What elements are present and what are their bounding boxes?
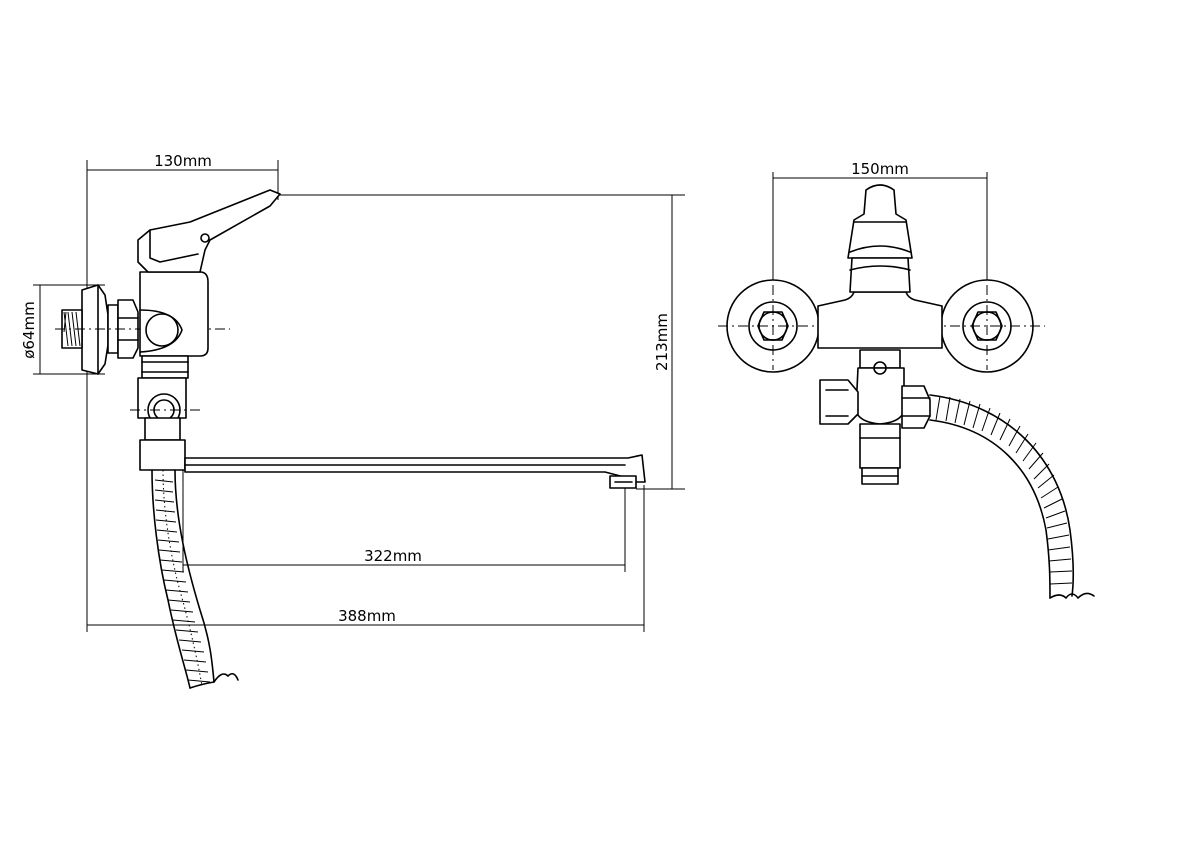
side-view: 130mm 213mm ø64mm 322mm 388mm [20, 152, 685, 689]
dimension-label-center-distance: 150mm [851, 160, 909, 178]
lever-handle[interactable] [137, 189, 281, 273]
dimension-label-height: 213mm [653, 313, 671, 371]
dimension-height: 213mm [278, 194, 685, 490]
dimension-spout-reach: 322mm [182, 470, 626, 572]
front-diverter [819, 349, 905, 485]
left-flange [718, 279, 830, 373]
dimension-body-width: 130mm [86, 152, 279, 632]
front-body [817, 291, 943, 349]
spout [184, 454, 646, 489]
dimension-label-body-width: 130mm [154, 152, 212, 170]
right-flange [930, 279, 1045, 373]
wall-flange [55, 284, 230, 375]
dimension-flange: ø64mm [20, 284, 105, 375]
shower-hose-front [929, 394, 1095, 599]
dimension-label-spout-reach: 322mm [364, 547, 422, 565]
hose-connector [130, 377, 200, 471]
front-handle[interactable] [847, 184, 913, 293]
dimension-total-length: 388mm [87, 485, 645, 632]
front-view: 150mm [718, 160, 1095, 599]
mixer-body [139, 271, 209, 379]
dimension-label-flange: ø64mm [20, 301, 38, 359]
shower-hose-side [151, 469, 239, 689]
hose-nut [901, 385, 931, 429]
dimension-label-total-length: 388mm [338, 607, 396, 625]
dimension-center-distance: 150mm [772, 160, 988, 290]
